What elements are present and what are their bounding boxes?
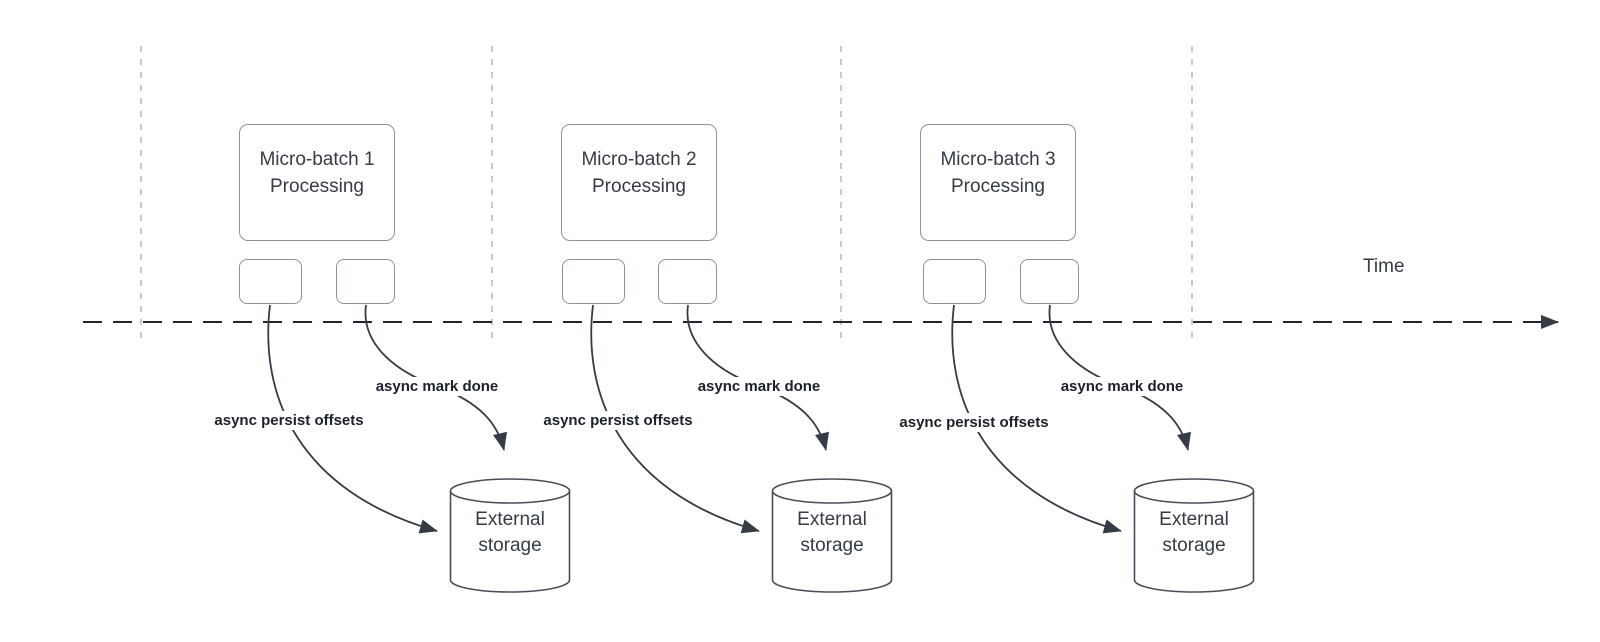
batch-task-box bbox=[239, 259, 302, 304]
external-storage-cylinder bbox=[1133, 478, 1255, 593]
cylinder-top bbox=[771, 478, 893, 504]
micro-batch-title: Micro-batch 1 Processing bbox=[259, 149, 375, 197]
cylinder-body bbox=[771, 491, 893, 593]
mark-done-label: async mark done bbox=[1056, 377, 1188, 396]
batch-task-box bbox=[658, 259, 717, 304]
micro-batch-processing-box: Micro-batch 2 Processing bbox=[561, 124, 717, 241]
time-label: Time bbox=[1363, 256, 1405, 277]
batch-task-box bbox=[923, 259, 986, 304]
persist-offsets-arrow bbox=[267, 304, 438, 534]
persist-offsets-arrow bbox=[951, 304, 1122, 534]
persist-offsets-label: async persist offsets bbox=[210, 411, 368, 430]
cylinder-top bbox=[449, 478, 571, 504]
batch-task-box bbox=[562, 259, 625, 304]
micro-batch-title: Micro-batch 2 Processing bbox=[581, 149, 697, 197]
mark-done-label: async mark done bbox=[693, 377, 825, 396]
external-storage-cylinder bbox=[771, 478, 893, 593]
persist-offsets-label: async persist offsets bbox=[539, 411, 697, 430]
external-storage-cylinder bbox=[449, 478, 571, 593]
storage-label: External storage bbox=[797, 509, 867, 556]
micro-batch-title: Micro-batch 3 Processing bbox=[940, 149, 1056, 197]
micro-batch-processing-box: Micro-batch 3 Processing bbox=[920, 124, 1076, 241]
persist-offsets-label: async persist offsets bbox=[895, 413, 1053, 432]
batch-task-box bbox=[336, 259, 395, 304]
batch-task-box bbox=[1020, 259, 1079, 304]
cylinder-body bbox=[1133, 491, 1255, 593]
storage-label: External storage bbox=[475, 509, 545, 556]
mark-done-label: async mark done bbox=[371, 377, 503, 396]
storage-label: External storage bbox=[1159, 509, 1229, 556]
micro-batch-processing-box: Micro-batch 1 Processing bbox=[239, 124, 395, 241]
cylinder-body bbox=[449, 491, 571, 593]
cylinder-top bbox=[1133, 478, 1255, 504]
persist-offsets-arrow bbox=[590, 304, 760, 534]
